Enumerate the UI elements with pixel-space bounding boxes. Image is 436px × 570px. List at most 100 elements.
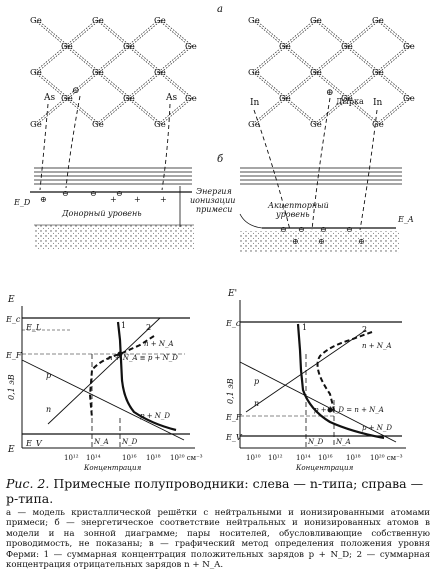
ge-atom-label: Ge bbox=[30, 120, 42, 130]
equality-label: n + N_A ≡ p + N_D bbox=[108, 354, 178, 362]
n-na-label: n + N_A bbox=[144, 340, 174, 348]
covalent-bond bbox=[37, 71, 69, 99]
n-line bbox=[245, 329, 367, 413]
covalent-bond bbox=[345, 45, 377, 73]
correspondence-arrow bbox=[161, 103, 171, 191]
covalent-bond bbox=[34, 19, 66, 47]
covalent-bond bbox=[65, 71, 97, 99]
free-electron-icon: ⊖ bbox=[72, 86, 80, 96]
x-axis-label: Концентрация bbox=[83, 464, 142, 472]
valence-band-left bbox=[34, 225, 194, 249]
ge-atom-label: Ge bbox=[92, 120, 104, 130]
covalent-bond bbox=[127, 45, 159, 73]
n-line bbox=[47, 317, 161, 425]
covalent-bond bbox=[161, 45, 193, 73]
hole-icon: ⊕ bbox=[326, 88, 334, 98]
ge-atom-label: Ge bbox=[30, 16, 42, 26]
covalent-bond bbox=[379, 19, 411, 47]
covalent-bond bbox=[68, 97, 100, 125]
covalent-bond bbox=[314, 97, 346, 125]
ec-label: E_c bbox=[5, 315, 21, 324]
x-tick-label: 10¹⁴ bbox=[86, 454, 101, 462]
covalent-bond bbox=[65, 45, 97, 73]
covalent-bond bbox=[255, 71, 287, 99]
covalent-bond bbox=[252, 71, 284, 99]
correspondence-arrow bbox=[359, 109, 378, 231]
ionization-label: Энергия bbox=[196, 187, 232, 196]
ge-atom-label: Ge bbox=[61, 42, 73, 52]
covalent-bond bbox=[68, 19, 100, 47]
energy-scale-label: 0,1 эВ bbox=[226, 378, 235, 404]
ge-atom-label: Ge bbox=[61, 94, 73, 104]
curve-1 bbox=[116, 321, 177, 432]
covalent-bond bbox=[99, 97, 131, 125]
covalent-bond bbox=[317, 97, 349, 125]
ge-atom-label: Ge bbox=[403, 94, 415, 104]
covalent-bond bbox=[283, 19, 315, 47]
covalent-bond bbox=[130, 71, 162, 99]
caption-title-text: Примесные полупроводники: слева — n-типа… bbox=[6, 476, 424, 506]
covalent-bond bbox=[283, 71, 315, 99]
donor-atom-label: As bbox=[165, 93, 177, 103]
electron-icon: ⊖ bbox=[90, 189, 97, 198]
curve-1-label: 1 bbox=[302, 323, 307, 332]
p-nd-label: p + N_D bbox=[140, 412, 170, 420]
ge-atom-label: Ge bbox=[92, 16, 104, 26]
covalent-bond bbox=[376, 97, 408, 125]
equality-label: p + N_D = n + N_A bbox=[314, 406, 384, 414]
figure-caption: Рис. 2. Примесные полупроводники: слева … bbox=[6, 476, 430, 570]
covalent-bond bbox=[379, 71, 411, 99]
covalent-bond bbox=[376, 45, 408, 73]
covalent-bond bbox=[130, 97, 162, 125]
covalent-bond bbox=[286, 71, 318, 99]
panel-label-b: б bbox=[217, 154, 224, 165]
caption-title: Рис. 2. Примесные полупроводники: слева … bbox=[6, 476, 430, 506]
ge-atom-label: Ge bbox=[123, 94, 135, 104]
correspondence-arrow bbox=[253, 109, 291, 231]
covalent-bond bbox=[252, 45, 284, 73]
ionized-acceptor-icon: ⊖ bbox=[320, 225, 327, 234]
ionized-acceptor-icon: ⊖ bbox=[280, 225, 287, 234]
ge-atom-label: Ge bbox=[185, 42, 197, 52]
x-tick-label: 10¹⁸ bbox=[146, 454, 161, 462]
ionized-donor-icon: + bbox=[160, 195, 167, 204]
ionized-acceptor-icon: ⊖ bbox=[298, 225, 305, 234]
p-nd-label: p + N_D bbox=[362, 424, 392, 432]
covalent-bond bbox=[252, 19, 284, 47]
ionization-label: ионизации bbox=[190, 196, 235, 205]
covalent-bond bbox=[96, 45, 128, 73]
graph-left bbox=[21, 306, 195, 449]
ge-atom-label: Ge bbox=[310, 120, 322, 130]
na-mark: N_A bbox=[93, 438, 109, 446]
covalent-bond bbox=[130, 19, 162, 47]
ionized-donors: ⊕ ⊖ ⊖ + + ⊖ + bbox=[40, 189, 167, 204]
covalent-bond bbox=[317, 71, 349, 99]
y-top-label: E bbox=[7, 295, 15, 305]
ionized-acceptor-icon: ⊖ bbox=[346, 225, 353, 234]
x-tick-label: 10¹⁸ bbox=[346, 454, 361, 462]
y-top-label: E' bbox=[227, 289, 237, 299]
electron-icon: ⊖ bbox=[116, 189, 123, 198]
ge-atom-label: Ge bbox=[341, 94, 353, 104]
x-tick-label: 10¹² bbox=[268, 454, 283, 462]
hole-label: Дырка bbox=[336, 97, 364, 106]
covalent-bond bbox=[96, 97, 128, 125]
ge-atom-label: Ge bbox=[30, 68, 42, 78]
curve-2 bbox=[316, 331, 373, 411]
intersection-marker bbox=[117, 351, 123, 357]
acceptor-atom-label: In bbox=[373, 98, 383, 108]
p-line bbox=[239, 361, 397, 443]
curve-2 bbox=[88, 335, 155, 419]
ionized-donor-icon: + bbox=[134, 195, 141, 204]
covalent-bond bbox=[37, 19, 69, 47]
covalent-bond bbox=[314, 71, 346, 99]
ge-atom-label: Ge bbox=[248, 120, 260, 130]
covalent-bond bbox=[34, 45, 66, 73]
correspondence-arrow bbox=[65, 95, 81, 189]
covalent-bond bbox=[65, 19, 97, 47]
covalent-bond bbox=[68, 45, 100, 73]
p-label: p bbox=[46, 371, 51, 380]
p-line bbox=[21, 359, 185, 441]
correspondence-arrows bbox=[39, 95, 378, 231]
